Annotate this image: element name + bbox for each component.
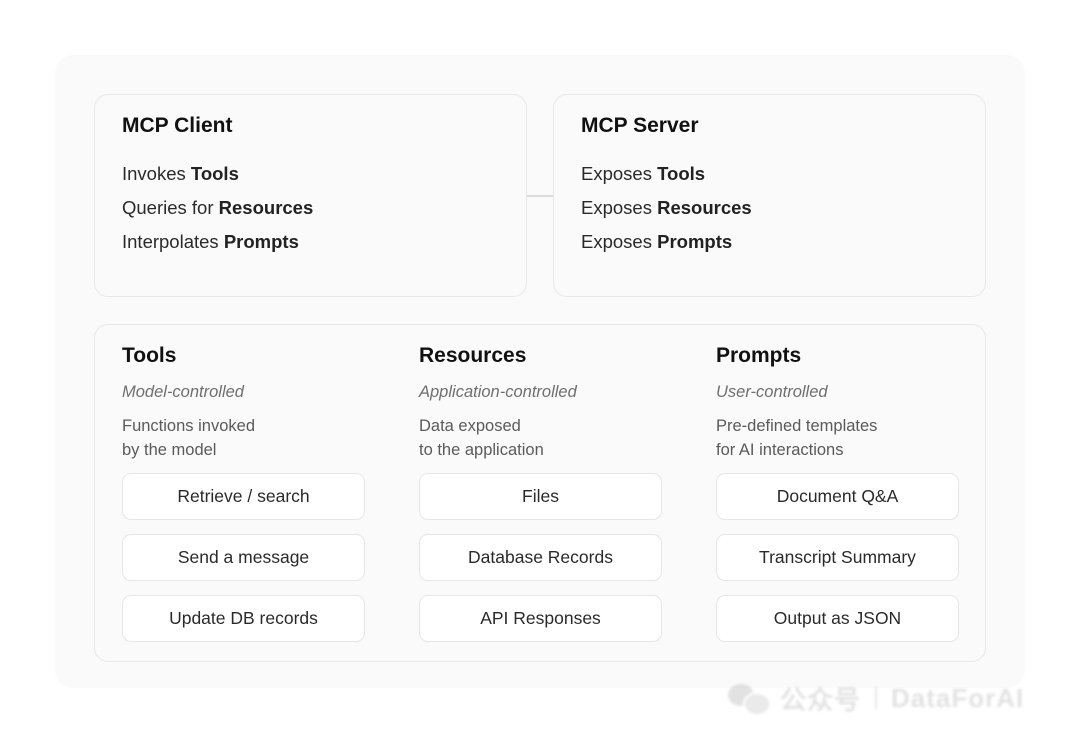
- server-capability-resources: Exposes Resources: [581, 197, 752, 218]
- tools-column: Tools Model-controlled Functions invoked…: [122, 325, 365, 661]
- tool-example-retrieve-search: Retrieve / search: [122, 473, 365, 520]
- mcp-client-capabilities: Invokes Tools Queries for Resources Inte…: [122, 157, 313, 259]
- primitives-card: Tools Model-controlled Functions invoked…: [94, 324, 986, 662]
- resources-description: Data exposed to the application: [419, 417, 544, 459]
- server-capability-tools: Exposes Tools: [581, 163, 706, 184]
- mcp-client-title: MCP Client: [122, 114, 233, 137]
- prompts-column: Prompts User-controlled Pre-defined temp…: [716, 325, 959, 661]
- mcp-server-title: MCP Server: [581, 114, 699, 137]
- resource-example-api-responses: API Responses: [419, 595, 662, 642]
- prompt-example-document-qa: Document Q&A: [716, 473, 959, 520]
- prompts-title: Prompts: [716, 344, 802, 367]
- mcp-client-card: MCP Client Invokes Tools Queries for Res…: [94, 94, 527, 297]
- prompts-control: User-controlled: [716, 383, 828, 401]
- tools-title: Tools: [122, 344, 177, 367]
- tool-example-send-message: Send a message: [122, 534, 365, 581]
- server-capability-prompts: Exposes Prompts: [581, 231, 733, 252]
- prompts-description: Pre-defined templates for AI interaction…: [716, 417, 878, 459]
- resources-column: Resources Application-controlled Data ex…: [419, 325, 662, 661]
- client-server-connector: [527, 195, 553, 197]
- mcp-server-card: MCP Server Exposes Tools Exposes Resourc…: [553, 94, 986, 297]
- client-capability-resources: Queries for Resources: [122, 197, 314, 218]
- tool-example-update-db-records: Update DB records: [122, 595, 365, 642]
- client-capability-tools: Invokes Tools: [122, 163, 239, 184]
- tools-description: Functions invoked by the model: [122, 417, 255, 459]
- watermark-divider: [875, 687, 878, 709]
- tools-control: Model-controlled: [122, 383, 244, 401]
- client-capability-prompts: Interpolates Prompts: [122, 231, 299, 252]
- resource-example-files: Files: [419, 473, 662, 520]
- resources-control: Application-controlled: [419, 383, 577, 401]
- watermark-platform: 公众号: [780, 684, 862, 715]
- prompt-example-output-json: Output as JSON: [716, 595, 959, 642]
- prompt-example-transcript-summary: Transcript Summary: [716, 534, 959, 581]
- watermark: 公众号 DataForAI: [728, 678, 1024, 718]
- wechat-icon: [728, 682, 771, 716]
- resource-example-database-records: Database Records: [419, 534, 662, 581]
- watermark-account: DataForAI: [891, 682, 1025, 713]
- resources-title: Resources: [419, 344, 527, 367]
- mcp-server-capabilities: Exposes Tools Exposes Resources Exposes …: [581, 157, 752, 259]
